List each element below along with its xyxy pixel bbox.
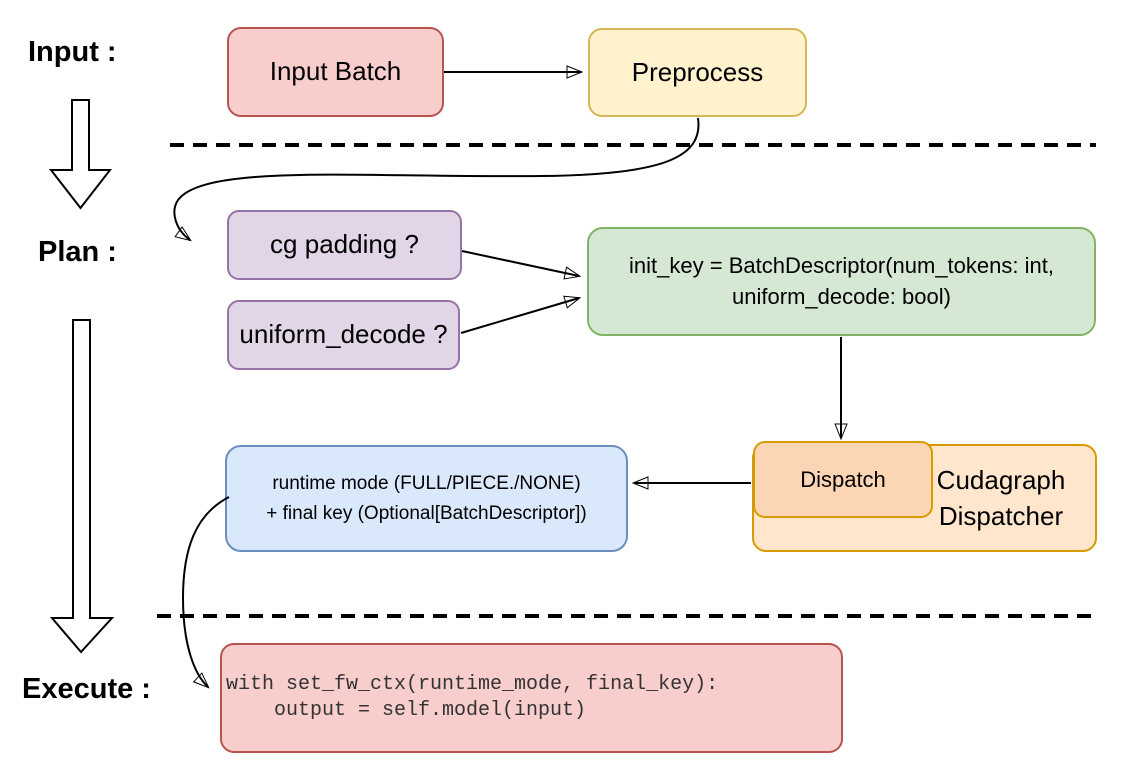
cudagraph-dispatcher-line1: Cudagraph [936, 464, 1066, 495]
init-key-node: init_key = BatchDescriptor(num_tokens: i… [587, 227, 1096, 336]
dispatch-label: Dispatch [800, 466, 886, 492]
runtime-result-line2: + final key (Optional[BatchDescriptor]) [266, 502, 587, 524]
uniform-decode-label: uniform_decode ? [239, 319, 448, 350]
plan-to-execute-arrow-icon [49, 319, 115, 654]
input-batch-node: Input Batch [227, 27, 444, 117]
preprocess-label: Preprocess [631, 56, 764, 87]
stage-label-input: Input : [28, 36, 117, 68]
runtime-result-line1: runtime mode (FULL/PIECE./NONE) [272, 473, 581, 495]
execute-code-line2: output = self.model(input) [226, 699, 587, 722]
input-to-plan-arrow-icon [48, 99, 113, 210]
cudagraph-dispatcher-line2: Dispatcher [938, 501, 1064, 531]
cg-padding-label: cg padding ? [270, 229, 419, 260]
stage-label-execute: Execute : [22, 673, 151, 705]
uniform-decode-node: uniform_decode ? [227, 300, 460, 370]
execute-code-line1: with set_fw_ctx(runtime_mode, final_key)… [226, 672, 719, 696]
init-key-line1: init_key = BatchDescriptor(num_tokens: i… [629, 252, 1054, 278]
execute-code-node: with set_fw_ctx(runtime_mode, final_key)… [220, 643, 843, 753]
dispatch-node: Dispatch [753, 441, 933, 518]
arrow-cg-padding-to-init-key [461, 250, 579, 276]
runtime-result-node: runtime mode (FULL/PIECE./NONE) + final … [225, 445, 628, 552]
cg-padding-node: cg padding ? [227, 210, 462, 280]
preprocess-node: Preprocess [588, 28, 807, 117]
arrow-uniform-decode-to-init-key [460, 298, 579, 334]
init-key-line2: uniform_decode: bool) [732, 283, 951, 309]
stage-label-plan: Plan : [38, 236, 117, 268]
input-batch-label: Input Batch [269, 56, 402, 87]
